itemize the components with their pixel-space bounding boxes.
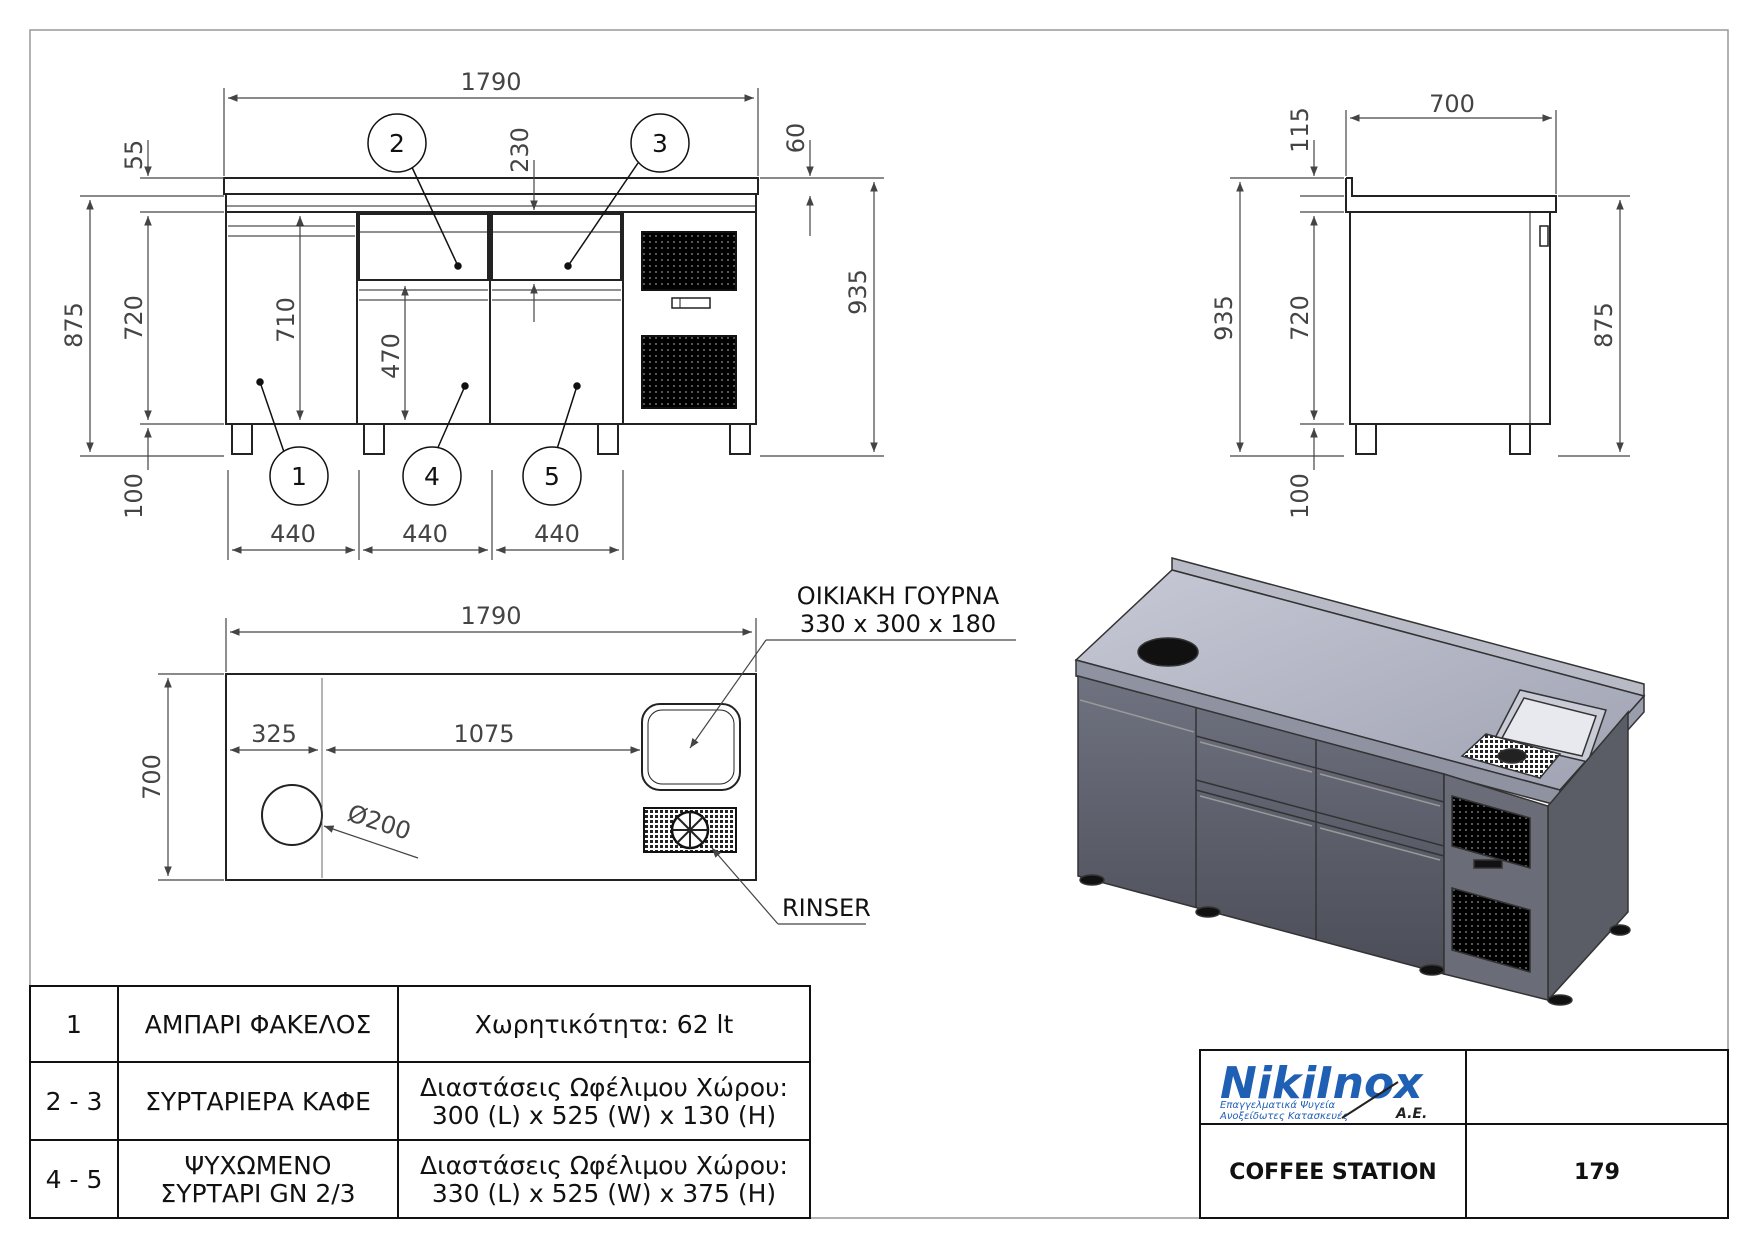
dim-legs-100: 100 (120, 473, 148, 519)
dim-side-115: 115 (1286, 107, 1314, 153)
row3-desc-line1: Διαστάσεις Ωφέλιμου Χώρου: (420, 1151, 788, 1180)
row3-id: 4 - 5 (46, 1165, 103, 1194)
dim-width-440-b: 440 (402, 520, 448, 548)
callout-1: 1 (291, 462, 307, 491)
row1-id: 1 (66, 1010, 82, 1039)
dim-side-935: 935 (1210, 295, 1238, 341)
side-body (1349, 211, 1551, 425)
side-leg-1 (1355, 423, 1377, 455)
row3-desc-line2: 330 (L) x 525 (W) x 375 (H) (432, 1179, 776, 1208)
callout-circle-1 (269, 446, 329, 506)
title-block (1199, 1049, 1729, 1219)
side-view (1345, 177, 1557, 455)
logo-suffix: A.E. (1395, 1106, 1427, 1122)
callout-2: 2 (389, 129, 405, 158)
row2-id: 2 - 3 (46, 1087, 103, 1116)
front-callout-labels: 2 3 1 4 5 (291, 129, 668, 491)
row3-name-line2: ΣΥΡΤΑΡΙ GN 2/3 (160, 1179, 355, 1208)
front-leg-2 (363, 423, 385, 455)
callout-circle-3 (630, 113, 690, 173)
dim-top-total-width: 1790 (460, 602, 521, 630)
row2-name: ΣΥΡΤΑΡΙΕΡΑ ΚΑΦΕ (145, 1087, 371, 1116)
top-sink (641, 703, 741, 791)
row2-desc-line1: Διαστάσεις Ωφέλιμου Χώρου: (420, 1073, 788, 1102)
front-drawer-3 (491, 213, 622, 281)
callout-4: 4 (424, 462, 440, 491)
top-dimensions (158, 618, 1016, 925)
dim-inner-710: 710 (272, 297, 300, 343)
front-vent-lower (641, 335, 737, 409)
label-sink-line1: ΟΙΚΙΑΚΗ ΓΟΥΡΝΑ (797, 582, 1000, 610)
front-worktop (223, 177, 759, 195)
side-dimensions (1230, 110, 1630, 470)
top-dimension-labels: 1790 325 1075 700 Ø200 ΟΙΚΙΑΚΗ ΓΟΥΡΝΑ 33… (138, 582, 1000, 922)
front-leg-4 (729, 423, 751, 455)
dim-right-935: 935 (844, 269, 872, 315)
dim-side-legs-100: 100 (1286, 473, 1314, 519)
isometric-view (1074, 557, 1646, 1006)
callout-circle-2 (367, 113, 427, 173)
dim-width-440-c: 440 (534, 520, 580, 548)
dim-right-60: 60 (782, 123, 810, 154)
front-callouts (256, 113, 690, 506)
logo-name: NikiInox (1220, 1058, 1424, 1109)
front-leg-3 (597, 423, 619, 455)
drawing-number: 179 (1574, 1160, 1620, 1185)
front-dimensions (80, 88, 884, 560)
sheet-border (29, 29, 1729, 1219)
dim-left-875: 875 (60, 302, 88, 348)
top-knock-box-hole (261, 784, 323, 846)
front-display (671, 297, 711, 309)
front-view (223, 177, 759, 455)
dim-drawer-230: 230 (506, 127, 534, 173)
brand-logo: NikiInox Επαγγελματικά Ψυγεία Ανοξείδωτε… (1219, 1058, 1427, 1122)
front-leg-1 (231, 423, 253, 455)
front-drawer-2 (358, 213, 489, 281)
callout-circle-4 (402, 446, 462, 506)
dim-side-720: 720 (1286, 295, 1314, 341)
dim-top-55: 55 (120, 140, 148, 171)
dim-inner-470: 470 (377, 333, 405, 379)
label-sink-line2: 330 x 300 x 180 (800, 610, 996, 638)
parts-table (29, 985, 811, 1219)
dim-top-1075: 1075 (453, 720, 514, 748)
dim-total-width: 1790 (460, 68, 521, 96)
iso-knock-box-hole (1137, 637, 1199, 667)
parts-table-text: 1 ΑΜΠΑΡΙ ΦΑΚΕΛΟΣ Χωρητικότητα: 62 lt 2 -… (46, 1010, 788, 1208)
label-rinser: RINSER (782, 894, 871, 922)
side-dimension-labels: 700 115 935 720 875 100 (1210, 90, 1618, 519)
row3-name-line1: ΨΥΧΩΜΕΝΟ (185, 1151, 332, 1180)
dim-side-875: 875 (1590, 302, 1618, 348)
front-vent-upper (641, 231, 737, 291)
callout-circle-5 (522, 446, 582, 506)
row1-desc: Χωρητικότητα: 62 lt (475, 1010, 734, 1039)
dim-top-325: 325 (251, 720, 297, 748)
side-leg-2 (1509, 423, 1531, 455)
row2-desc-line2: 300 (L) x 525 (W) x 130 (H) (432, 1101, 776, 1130)
dim-hole-diameter: Ø200 (344, 799, 414, 846)
logo-tagline-1: Επαγγελματικά Ψυγεία (1220, 1099, 1335, 1111)
dim-left-720: 720 (120, 295, 148, 341)
drawing-title: COFFEE STATION (1229, 1160, 1436, 1185)
callout-3: 3 (652, 129, 668, 158)
dim-side-depth-700: 700 (1429, 90, 1475, 118)
dim-top-depth-700: 700 (138, 754, 166, 800)
row1-name: ΑΜΠΑΡΙ ΦΑΚΕΛΟΣ (145, 1010, 372, 1039)
logo-tagline-2: Ανοξείδωτες Κατασκευές (1219, 1110, 1348, 1122)
dim-width-440-a: 440 (270, 520, 316, 548)
front-dimension-labels: 1790 55 230 60 875 720 710 470 935 100 4… (60, 68, 872, 548)
top-view (225, 673, 757, 881)
callout-5: 5 (544, 462, 560, 491)
front-top-band (225, 193, 757, 213)
top-outline (225, 673, 757, 881)
